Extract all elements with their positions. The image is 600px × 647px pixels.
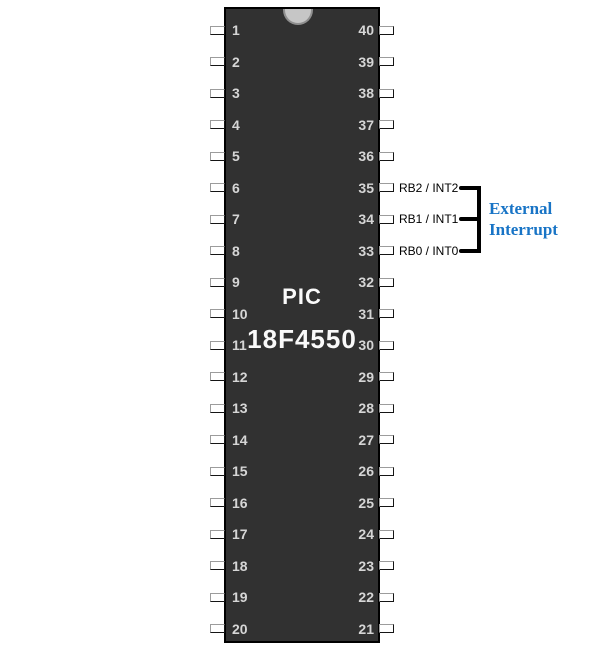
pin-box-right	[379, 120, 394, 129]
pin-box-left	[210, 435, 225, 444]
pin-number-left: 15	[232, 463, 248, 479]
pin-box-right	[379, 246, 394, 255]
pin-box-left	[210, 277, 225, 287]
pin-box-right	[379, 624, 394, 633]
pin-box-right	[379, 277, 394, 287]
pin-box-left	[210, 151, 225, 161]
pin-box-left	[210, 309, 225, 318]
pin-box-right	[379, 372, 394, 381]
pin-box-left	[210, 246, 225, 255]
pin-number-left: 20	[232, 620, 248, 637]
pin-number-left: 11	[232, 337, 247, 353]
pin-number-right: 23	[358, 557, 374, 574]
pin-number-right: 39	[358, 53, 374, 70]
pin-number-right: 32	[358, 274, 374, 290]
bracket-bar	[477, 185, 481, 253]
pin-number-left: 13	[232, 400, 248, 416]
pin-number-left: 8	[232, 242, 240, 259]
pin-number-left: 9	[232, 274, 240, 290]
bracket-line	[459, 248, 481, 253]
pin-number-left: 5	[232, 148, 240, 164]
pin-box-left	[210, 88, 225, 98]
pin-number-left: 6	[232, 179, 240, 196]
pin-box-right	[379, 183, 394, 192]
pin-number-left: 4	[232, 116, 240, 133]
pin-box-right	[379, 592, 394, 602]
pin-box-left	[210, 25, 225, 35]
pin-box-left	[210, 498, 225, 507]
pin-number-left: 7	[232, 211, 240, 227]
pin-number-right: 34	[358, 211, 374, 227]
pin-number-right: 28	[358, 400, 374, 416]
pin-number-left: 18	[232, 557, 248, 574]
pin-number-right: 37	[358, 116, 374, 133]
chip-name-line1: PIC	[282, 284, 322, 309]
pin-box-right	[379, 88, 394, 98]
pin-number-right: 38	[358, 85, 374, 101]
pin-function-label: RB1 / INT1	[399, 212, 459, 226]
bracket-line	[459, 217, 481, 221]
pin-number-right: 25	[358, 494, 374, 511]
pin-box-right	[379, 498, 394, 507]
pin-number-left: 2	[232, 53, 240, 70]
pin-box-right	[379, 466, 394, 476]
pin-box-left	[210, 561, 225, 570]
pin-box-right	[379, 57, 394, 66]
pin-box-left	[210, 372, 225, 381]
pin-number-left: 1	[232, 22, 240, 38]
pin-number-left: 14	[232, 431, 248, 448]
pin-function-label: RB2 / INT2	[399, 180, 459, 195]
pin-number-right: 26	[358, 463, 374, 479]
annotation-line1: External	[489, 199, 553, 218]
pin-number-right: 29	[358, 368, 374, 385]
pin-box-right	[379, 403, 394, 413]
pin-number-left: 17	[232, 526, 248, 542]
pin-number-right: 22	[358, 589, 374, 605]
chip-body	[224, 7, 380, 643]
pin-number-left: 12	[232, 368, 248, 385]
pin-box-right	[379, 25, 394, 35]
pin-box-left	[210, 214, 225, 224]
pin-box-right	[379, 214, 394, 224]
pin-number-right: 27	[358, 431, 374, 448]
pin-box-right	[379, 340, 394, 350]
pin-number-right: 40	[358, 22, 374, 38]
pin-box-right	[379, 561, 394, 570]
pin-box-left	[210, 183, 225, 192]
pin-box-left	[210, 120, 225, 129]
pin-box-right	[379, 151, 394, 161]
pin-box-left	[210, 340, 225, 350]
pin-box-left	[210, 403, 225, 413]
pin-box-left	[210, 592, 225, 602]
pin-box-left	[210, 624, 225, 633]
pin-number-right: 36	[358, 148, 374, 164]
annotation-line2: Interrupt	[489, 220, 558, 239]
bracket-line	[459, 185, 481, 190]
pin-number-left: 19	[232, 589, 248, 605]
pin-box-right	[379, 435, 394, 444]
pin-number-left: 10	[232, 305, 248, 322]
pin-function-label: RB0 / INT0	[399, 243, 459, 258]
pin-number-right: 33	[358, 242, 374, 259]
pin-box-left	[210, 529, 225, 539]
pin-number-right: 30	[358, 337, 374, 353]
pin-number-right: 35	[358, 179, 374, 196]
external-interrupt-label: External Interrupt	[489, 198, 558, 240]
pin-box-left	[210, 57, 225, 66]
chip-name-line2: 18F4550	[247, 324, 357, 354]
pin-number-right: 24	[358, 526, 374, 542]
pin-box-right	[379, 529, 394, 539]
pin-number-right: 21	[358, 620, 374, 637]
pin-number-right: 31	[358, 305, 374, 322]
pin-number-left: 16	[232, 494, 248, 511]
pin-box-left	[210, 466, 225, 476]
pin-number-left: 3	[232, 85, 240, 101]
pin-box-right	[379, 309, 394, 318]
